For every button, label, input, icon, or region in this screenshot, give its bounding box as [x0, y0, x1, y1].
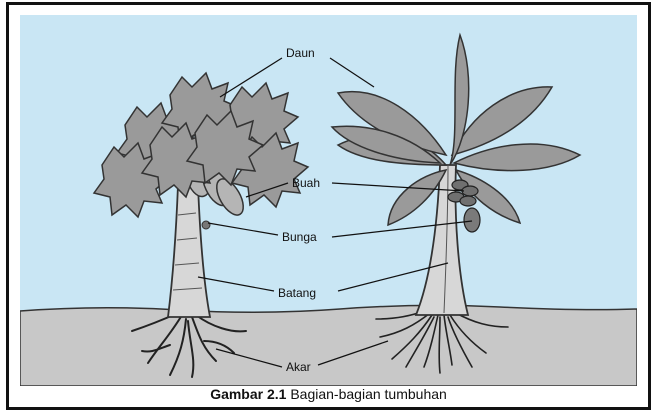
- label-bunga: Bunga: [282, 230, 317, 244]
- figure-caption: Gambar 2.1 Bagian-bagian tumbuhan: [0, 386, 657, 402]
- papaya-flower: [202, 221, 210, 229]
- label-batang: Batang: [278, 286, 316, 300]
- label-buah: Buah: [292, 176, 320, 190]
- label-daun: Daun: [286, 46, 315, 60]
- caption-text: Bagian-bagian tumbuhan: [290, 386, 446, 402]
- caption-number: Gambar 2.1: [210, 386, 286, 402]
- label-akar: Akar: [286, 360, 311, 374]
- ground: [20, 305, 637, 386]
- plant-parts-diagram: Daun Buah Bunga Batang Akar: [20, 15, 637, 386]
- banana-flower: [464, 208, 480, 232]
